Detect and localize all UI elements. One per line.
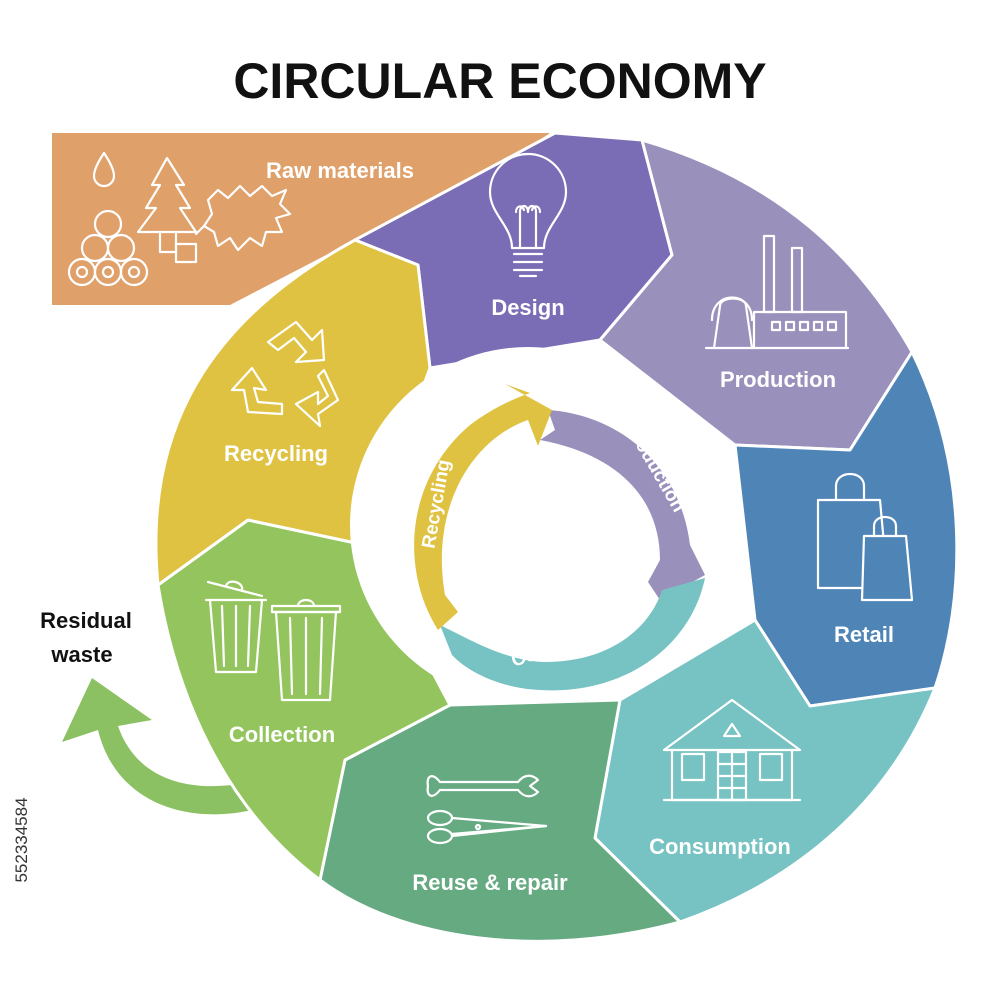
segment-label-consumption: Consumption: [649, 834, 791, 859]
lightbulb-icon: [488, 152, 568, 278]
residual-waste-label-line2: waste: [50, 642, 112, 667]
stock-id: 552334584: [12, 797, 31, 882]
residual-waste-arrow: [62, 678, 278, 815]
wrench-icon: [426, 774, 540, 798]
house-icon: [662, 698, 802, 802]
segment-label-reuse: Reuse & repair: [412, 870, 568, 895]
trash-bins-icon: [204, 580, 342, 702]
segment-label-retail: Retail: [834, 622, 894, 647]
segment-label-recycling: Recycling: [224, 441, 328, 466]
inner-arrow-recycling: [414, 384, 552, 630]
shopping-bags-icon: [816, 472, 914, 602]
logs-icon: [67, 209, 149, 287]
inner-arrow-production: [540, 410, 705, 600]
factory-icon: [704, 234, 850, 350]
fallen-tree-icon: [194, 184, 292, 252]
raw-materials-label: Raw materials: [266, 158, 414, 183]
water-drop-icon: [92, 151, 116, 188]
recycle-icon: [230, 320, 340, 428]
segment-label-collection: Collection: [229, 722, 335, 747]
pine-tree-icon: [136, 156, 198, 264]
scissors-icon: [426, 809, 548, 845]
residual-waste-label-line1: Residual: [40, 608, 132, 633]
segment-label-production: Production: [720, 367, 836, 392]
inner-ring-hole: [460, 445, 630, 615]
inner-arrow-consumption: [440, 578, 705, 691]
segment-label-design: Design: [491, 295, 564, 320]
diagram-title: CIRCULAR ECONOMY: [233, 53, 766, 109]
